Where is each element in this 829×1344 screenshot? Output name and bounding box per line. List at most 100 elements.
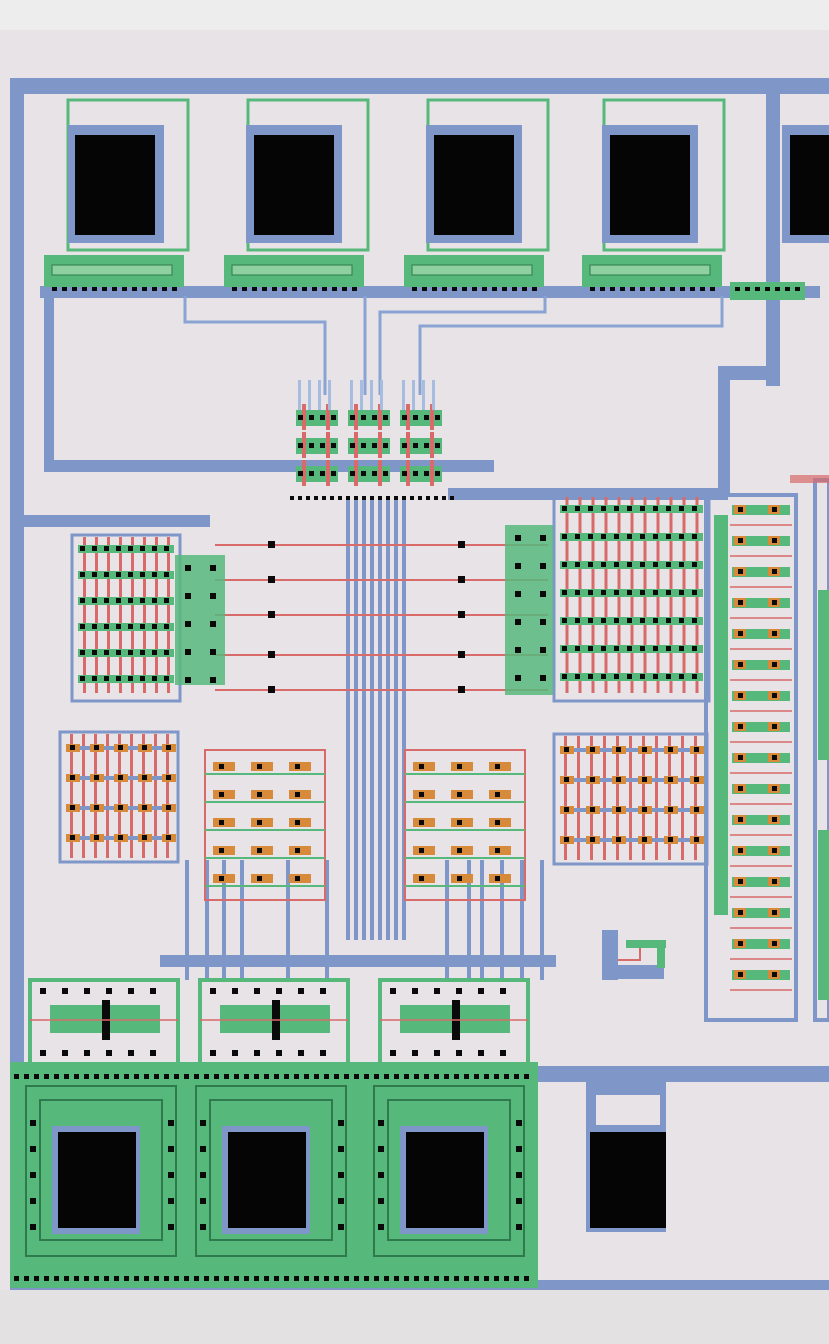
poly-gate <box>302 404 306 430</box>
poly-gate <box>354 460 358 486</box>
contact <box>627 646 632 651</box>
logic-array-right-upper <box>552 493 711 703</box>
photo-border-bottom <box>0 1290 829 1344</box>
contact <box>174 1074 179 1079</box>
contact <box>174 1276 179 1281</box>
contact <box>320 1050 326 1056</box>
pad-opening <box>58 1132 136 1228</box>
contact <box>350 415 355 420</box>
contact <box>772 693 777 698</box>
contact <box>92 546 97 551</box>
contact <box>282 287 287 291</box>
contact <box>442 287 447 291</box>
contact <box>84 1276 89 1281</box>
contact <box>164 624 169 629</box>
contact <box>264 1276 269 1281</box>
contact <box>257 820 262 825</box>
contact <box>320 988 326 994</box>
right-vert-rail-2 <box>720 366 778 380</box>
contact <box>219 764 224 769</box>
poly-gate <box>378 404 382 430</box>
contact <box>562 674 567 679</box>
contact <box>627 534 632 539</box>
contact <box>40 1050 46 1056</box>
pad-ring-inner <box>387 1099 511 1241</box>
contact <box>679 534 684 539</box>
contact <box>412 287 417 291</box>
contact <box>94 805 99 810</box>
contact <box>640 618 645 623</box>
contact <box>692 534 697 539</box>
left-driver-column <box>175 555 225 685</box>
contact <box>738 724 743 729</box>
contact <box>390 988 396 994</box>
contact <box>755 287 760 291</box>
contact <box>257 792 262 797</box>
contact <box>462 287 467 291</box>
contact <box>640 646 645 651</box>
contact <box>168 1198 174 1204</box>
routing-vertical <box>370 500 374 940</box>
left-inner-rail <box>44 286 54 466</box>
right-vert-rail-3 <box>718 366 730 496</box>
pad-opening <box>228 1132 306 1228</box>
contact <box>434 1074 439 1079</box>
contact <box>738 941 743 946</box>
contact <box>472 287 477 291</box>
contact <box>361 415 366 420</box>
contact <box>414 1276 419 1281</box>
array-outline <box>58 730 180 864</box>
contact <box>640 287 645 291</box>
contact <box>374 1074 379 1079</box>
contact <box>354 496 358 500</box>
contact <box>668 807 673 812</box>
poly-column <box>681 736 684 860</box>
register-stage <box>732 877 790 887</box>
contact <box>164 650 169 655</box>
poly-gate <box>406 432 410 458</box>
contact <box>200 1198 206 1204</box>
contact <box>590 287 595 291</box>
contact <box>166 835 171 840</box>
contact <box>540 563 546 569</box>
bottom-pad-region <box>10 1062 666 1288</box>
contact <box>164 676 169 681</box>
contact <box>134 1074 139 1079</box>
routing-vertical <box>362 500 366 940</box>
contact <box>312 287 317 291</box>
poly-column <box>642 736 645 860</box>
contact <box>112 287 117 291</box>
poly-column <box>142 734 145 858</box>
contact <box>512 287 517 291</box>
contact <box>164 546 169 551</box>
contact <box>116 598 121 603</box>
contact <box>419 820 424 825</box>
routing-vertical <box>386 500 390 940</box>
contact <box>692 674 697 679</box>
contact <box>152 624 157 629</box>
contact <box>372 415 377 420</box>
contact <box>378 1172 384 1178</box>
contact <box>614 534 619 539</box>
contact <box>772 817 777 822</box>
logic-array-left-lower <box>58 730 180 864</box>
contact <box>424 471 429 476</box>
contact <box>254 1050 260 1056</box>
contact <box>562 506 567 511</box>
contact <box>82 287 87 291</box>
poly-column <box>577 736 580 860</box>
contact <box>601 674 606 679</box>
contact <box>390 1050 396 1056</box>
contact <box>384 1074 389 1079</box>
contact <box>616 837 621 842</box>
contact <box>562 646 567 651</box>
contact <box>692 506 697 511</box>
contact <box>128 624 133 629</box>
contact <box>102 287 107 291</box>
poly-column <box>70 734 73 858</box>
contact <box>104 650 109 655</box>
contact <box>666 506 671 511</box>
poly-gate <box>354 404 358 430</box>
contact <box>184 1074 189 1079</box>
contact <box>370 496 374 500</box>
